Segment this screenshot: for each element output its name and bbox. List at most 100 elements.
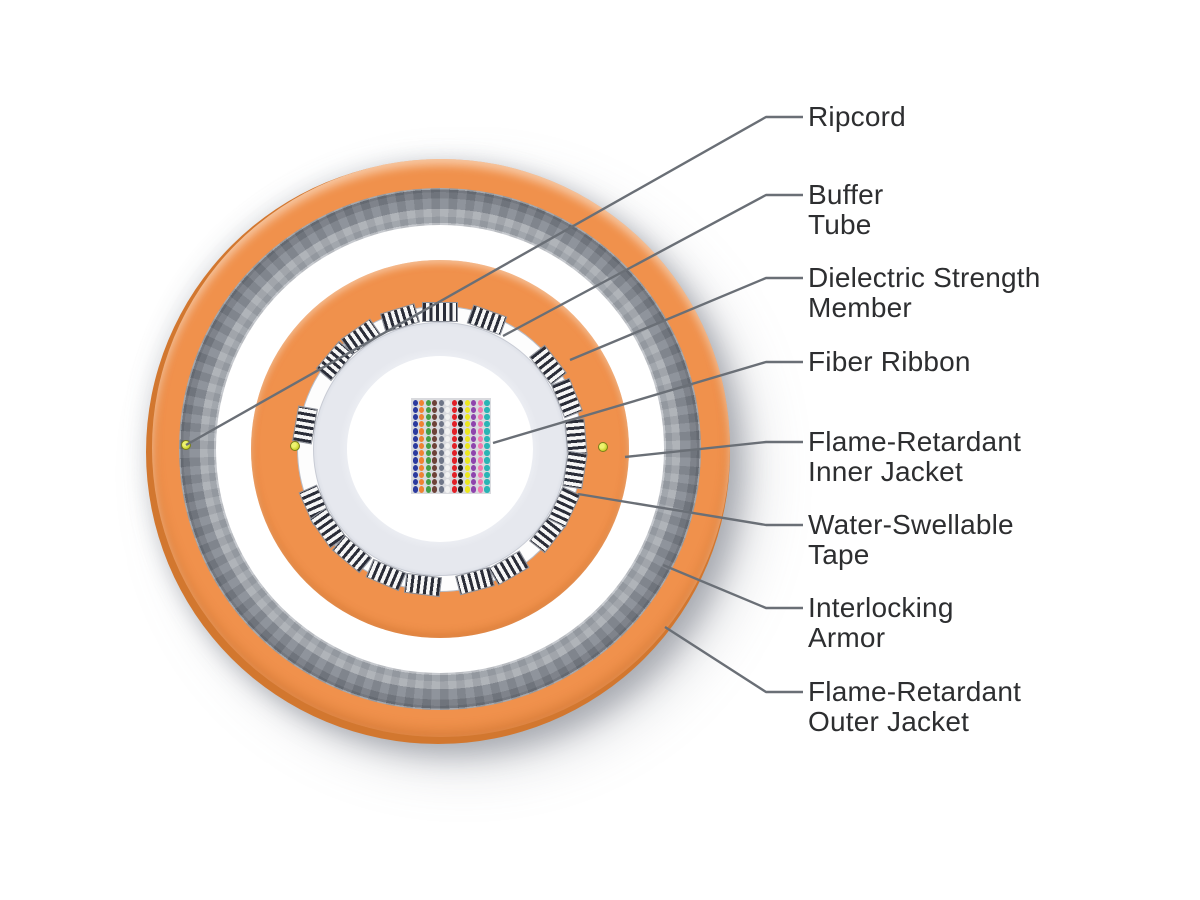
fiber-green [425, 471, 431, 479]
fiber-blue [412, 406, 418, 413]
fiber-brown [432, 486, 438, 493]
fiber-rose [477, 435, 483, 442]
fiber-yellow [464, 435, 470, 442]
fiber-red [451, 428, 457, 435]
fiber-black [458, 428, 464, 435]
fiber-blue [412, 486, 418, 493]
fiber-blue [412, 457, 418, 464]
fiber-slate [438, 435, 444, 442]
fiber-blue [412, 471, 418, 479]
fiber-orange [419, 399, 425, 406]
fiber-violet [471, 479, 477, 486]
fiber-brown [432, 479, 438, 486]
leader-line-dielectric-strength-member [569, 276, 803, 362]
fiber-blue [412, 435, 418, 442]
fiber-rose [477, 486, 483, 493]
fiber-red [451, 413, 457, 421]
fiber-green [425, 435, 431, 442]
fiber-aqua [484, 471, 490, 479]
fiber-orange [419, 435, 425, 442]
label-dielectric-strength-member: Dielectric Strength Member [808, 262, 1041, 323]
fiber-red [451, 406, 457, 413]
label-interlocking-armor: Interlocking Armor [808, 592, 954, 653]
fiber-red [451, 421, 457, 428]
label-buffer-tube: Buffer Tube [808, 179, 884, 240]
fiber-black [458, 457, 464, 464]
fiber-aqua [484, 464, 490, 471]
fiber-aqua [484, 486, 490, 493]
fiber-white [445, 479, 451, 486]
fiber-blue [412, 421, 418, 428]
label-water-swellable-tape: Water-Swellable Tape [808, 509, 1014, 570]
leader-line-water-swellable-tape [577, 492, 803, 527]
fiber-white [445, 450, 451, 457]
fiber-aqua [484, 399, 490, 406]
fiber-orange [419, 479, 425, 486]
leader-line-flame-retardant-outer-jacket [664, 625, 803, 694]
fiber-slate [438, 413, 444, 421]
fiber-aqua [484, 479, 490, 486]
fiber-yellow [464, 486, 470, 493]
fiber-red [451, 450, 457, 457]
ripcord-dot [598, 442, 608, 452]
fiber-aqua [484, 428, 490, 435]
fiber-red [451, 471, 457, 479]
fiber-violet [471, 428, 477, 435]
fiber-red [451, 486, 457, 493]
fiber-aqua [484, 435, 490, 442]
fiber-green [425, 399, 431, 406]
fiber-yellow [464, 464, 470, 471]
fiber-rose [477, 471, 483, 479]
fiber-red [451, 399, 457, 406]
fiber-black [458, 413, 464, 421]
fiber-rose [477, 428, 483, 435]
fiber-orange [419, 450, 425, 457]
fiber-black [458, 435, 464, 442]
fiber-violet [471, 442, 477, 450]
fiber-black [458, 464, 464, 471]
label-flame-retardant-inner-jacket: Flame-Retardant Inner Jacket [808, 426, 1022, 487]
fiber-white [445, 486, 451, 493]
fiber-white [445, 413, 451, 421]
ripcord-dot [290, 441, 300, 451]
fiber-blue [412, 450, 418, 457]
fiber-green [425, 457, 431, 464]
fiber-white [445, 399, 451, 406]
fiber-white [445, 457, 451, 464]
fiber-violet [471, 450, 477, 457]
fiber-rose [477, 442, 483, 450]
fiber-violet [471, 435, 477, 442]
fiber-green [425, 442, 431, 450]
fiber-yellow [464, 450, 470, 457]
fiber-green [425, 428, 431, 435]
fiber-violet [471, 399, 477, 406]
fiber-aqua [484, 413, 490, 421]
fiber-rose [477, 413, 483, 421]
fiber-slate [438, 479, 444, 486]
fiber-green [425, 406, 431, 413]
fiber-orange [419, 428, 425, 435]
fiber-black [458, 421, 464, 428]
fiber-green [425, 413, 431, 421]
fiber-white [445, 435, 451, 442]
fiber-brown [432, 442, 438, 450]
fiber-orange [419, 457, 425, 464]
fiber-black [458, 479, 464, 486]
fiber-rose [477, 457, 483, 464]
fiber-green [425, 421, 431, 428]
fiber-yellow [464, 428, 470, 435]
fiber-black [458, 450, 464, 457]
leader-line-ripcord [185, 115, 803, 447]
fiber-brown [432, 435, 438, 442]
fiber-orange [419, 486, 425, 493]
leader-line-buffer-tube [502, 193, 803, 338]
fiber-blue [412, 442, 418, 450]
fiber-aqua [484, 450, 490, 457]
fiber-rose [477, 421, 483, 428]
fiber-yellow [464, 421, 470, 428]
fiber-rose [477, 479, 483, 486]
fiber-brown [432, 428, 438, 435]
fiber-orange [419, 442, 425, 450]
